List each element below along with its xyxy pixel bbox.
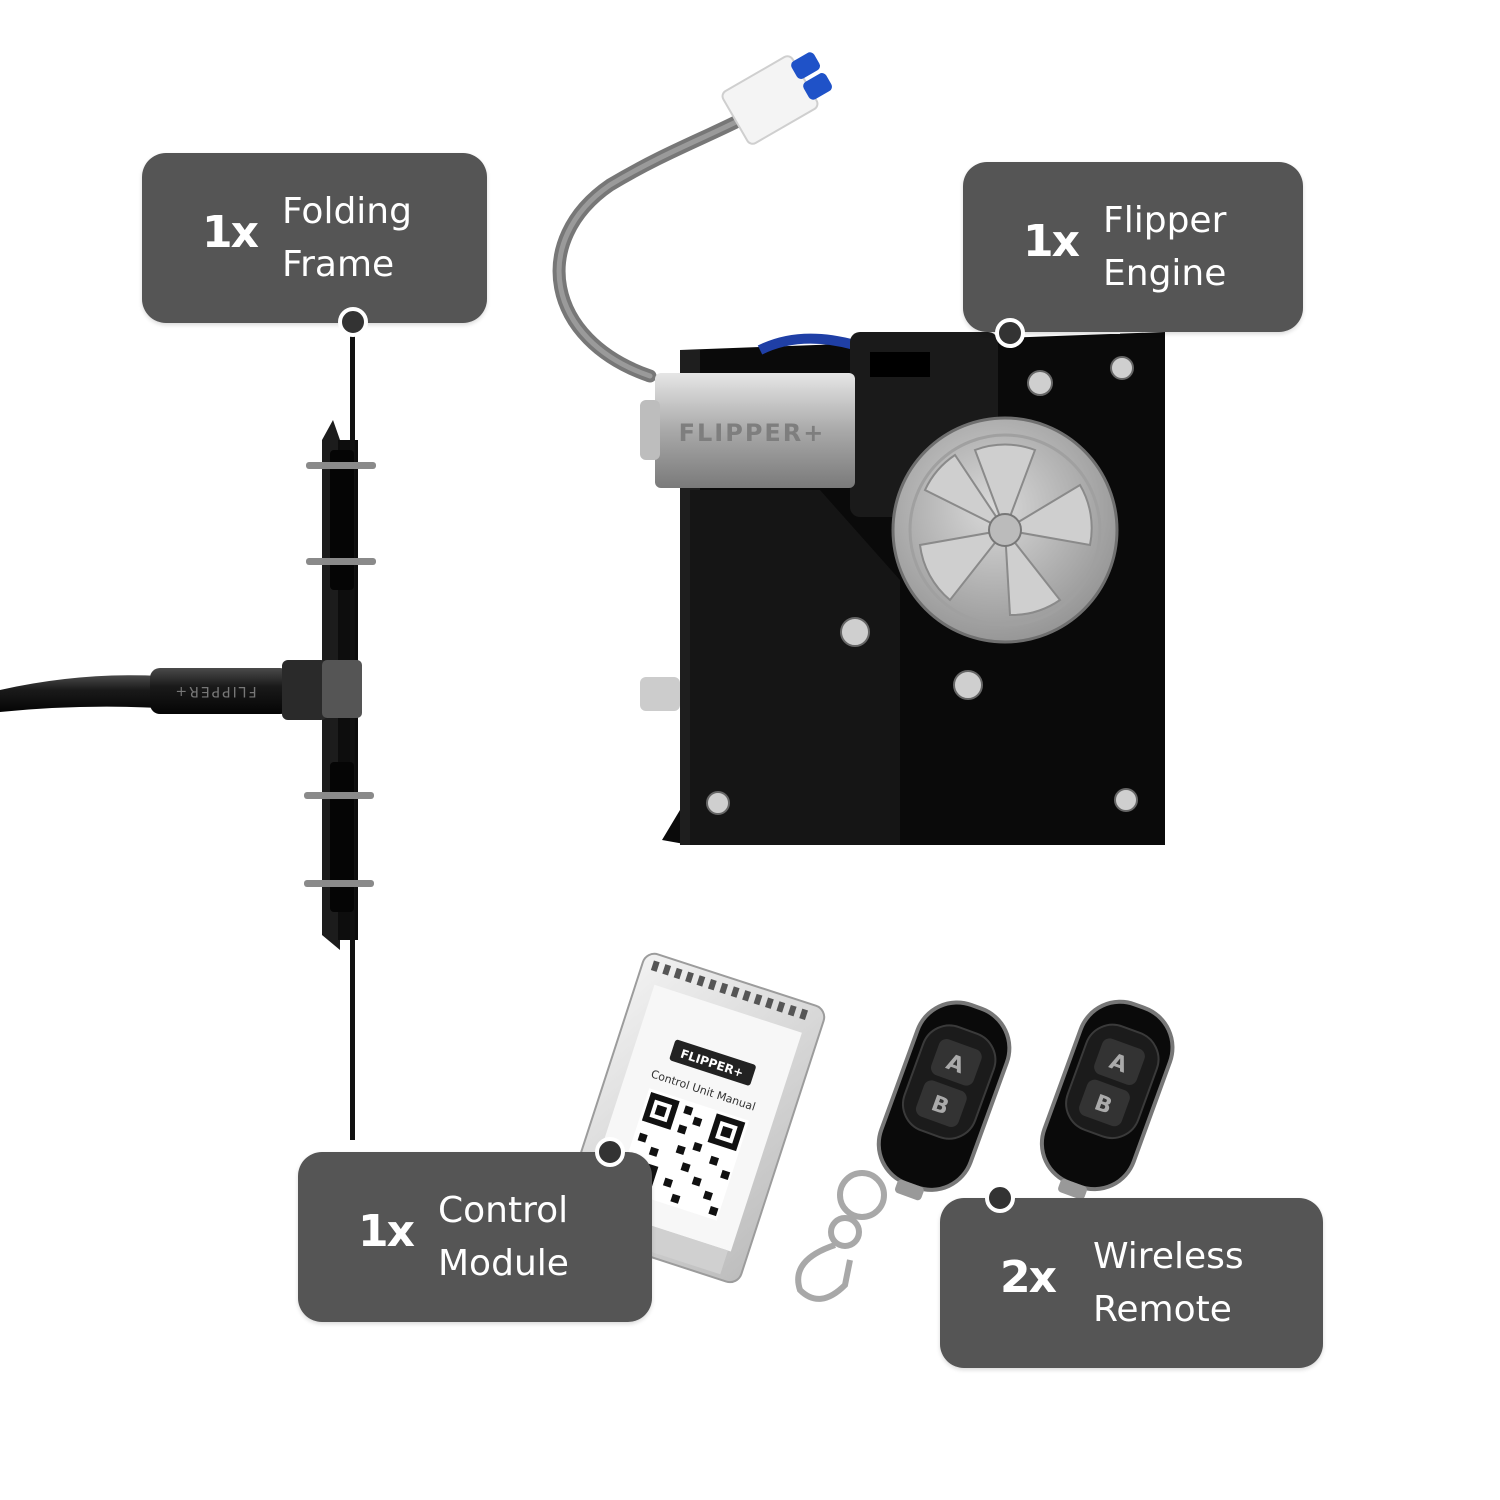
svg-text:FLIPPER+: FLIPPER+	[173, 683, 256, 699]
flipper-engine-callout: 1x Flipper Engine	[963, 162, 1303, 332]
wireless-remote-callout: 2x Wireless Remote	[940, 1198, 1323, 1368]
control-module-callout: 1x Control Module	[298, 1152, 652, 1322]
folding-frame-label: Folding Frame	[282, 185, 412, 291]
wireless-remote-image-1: A B	[795, 1000, 1012, 1302]
control-module-label: Control Module	[438, 1184, 569, 1290]
folding-frame-callout: 1x Folding Frame	[142, 153, 487, 323]
folding-frame-image: FLIPPER+	[0, 322, 376, 1140]
flipper-engine-label-line2: Engine	[1103, 253, 1227, 294]
control-module-label-line2: Module	[438, 1243, 569, 1284]
wireless-remote-label-line1: Wireless	[1093, 1236, 1244, 1277]
flipper-engine-qty: 1x	[1023, 216, 1080, 267]
wireless-remote-label: Wireless Remote	[1093, 1230, 1244, 1336]
engine-brand-text: FLIPPER+	[679, 419, 826, 447]
wireless-remote-label-line2: Remote	[1093, 1289, 1232, 1330]
wireless-remote-qty: 2x	[1000, 1252, 1057, 1303]
folding-frame-label-line2: Frame	[282, 244, 395, 285]
flipper-engine-label-line1: Flipper	[1103, 200, 1227, 241]
wireless-remote-image-2: A B	[1039, 999, 1175, 1200]
control-module-label-line1: Control	[438, 1190, 569, 1231]
folding-frame-label-line1: Folding	[282, 191, 412, 232]
folding-frame-qty: 1x	[202, 207, 259, 258]
flipper-engine-image: FLIPPER+	[552, 52, 1165, 845]
flipper-engine-label: Flipper Engine	[1103, 194, 1226, 300]
control-module-qty: 1x	[358, 1206, 415, 1257]
